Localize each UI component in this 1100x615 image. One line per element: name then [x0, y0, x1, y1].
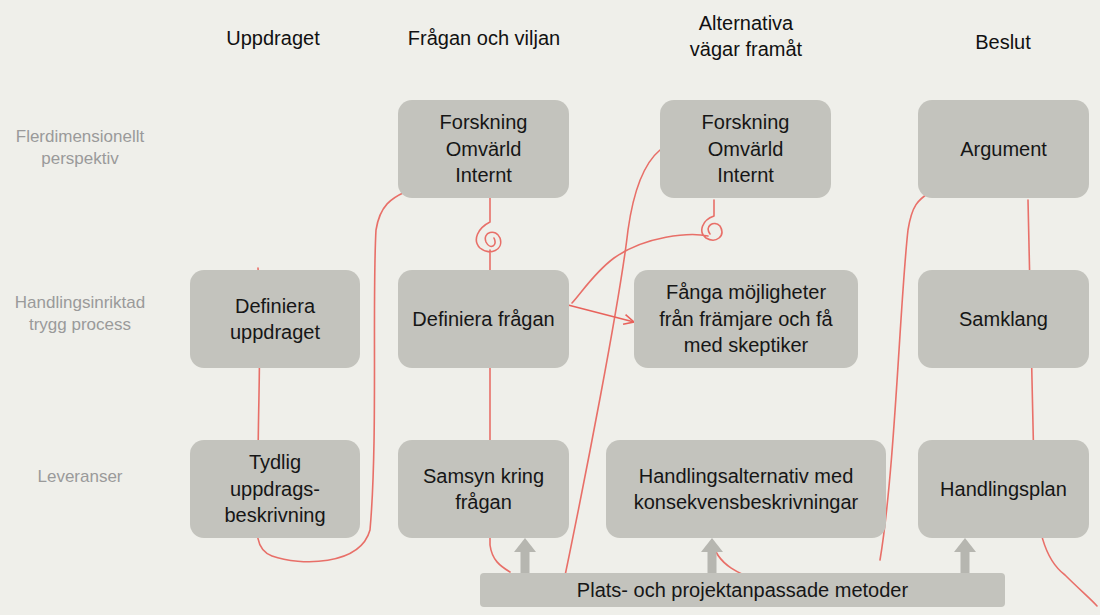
method-arrow	[708, 538, 717, 573]
research-box: Forskning Omvärld Internt	[398, 100, 569, 198]
row-header: Leveranser	[2, 466, 158, 488]
column-header: Alternativa vägar framåt	[680, 10, 812, 62]
box-text: Samsyn kring frågan	[414, 463, 554, 516]
box-text: Definiera frågan	[412, 306, 554, 332]
method-arrow	[521, 538, 530, 573]
box-text: Handlingsplan	[940, 476, 1067, 502]
scribble-line	[1028, 200, 1097, 606]
box-text: Argument	[960, 136, 1047, 162]
box-text: Tydlig uppdrags- beskrivning	[213, 449, 338, 528]
column-header: Uppdraget	[173, 25, 373, 51]
column-header: Beslut	[928, 29, 1078, 55]
process-box: Definiera uppdraget	[190, 270, 360, 368]
deliverable-box: Tydlig uppdrags- beskrivning	[190, 440, 360, 538]
box-text: Samklang	[959, 306, 1048, 332]
research-box: Forskning Omvärld Internt	[660, 100, 831, 198]
box-text: Plats- och projektanpassade metoder	[577, 577, 908, 603]
box-text: Handlingsalternativ med konsekvensbeskri…	[616, 463, 876, 516]
row-header: Flerdimensionellt perspektiv	[2, 126, 158, 170]
methods-bar: Plats- och projektanpassade metoder	[480, 573, 1005, 607]
deliverable-box: Handlingsalternativ med konsekvensbeskri…	[606, 440, 886, 538]
process-box: Definiera frågan	[398, 270, 569, 368]
row-header: Handlingsinriktad trygg process	[2, 292, 158, 336]
box-text: Forskning Omvärld Internt	[681, 109, 811, 188]
deliverable-box: Samsyn kring frågan	[398, 440, 569, 538]
box-text: Definiera uppdraget	[213, 293, 338, 346]
column-header: Frågan och viljan	[374, 25, 594, 51]
process-box: Samklang	[918, 270, 1089, 368]
box-text: Forskning Omvärld Internt	[419, 109, 549, 188]
box-text: Fånga möjligheter från främjare och få m…	[652, 279, 840, 358]
deliverable-box: Handlingsplan	[918, 440, 1089, 538]
argument-box: Argument	[918, 100, 1089, 198]
red-arrow	[569, 305, 634, 322]
process-box: Fånga möjligheter från främjare och få m…	[634, 270, 858, 368]
method-arrow	[961, 538, 970, 573]
scribble-strokes	[257, 150, 1097, 606]
